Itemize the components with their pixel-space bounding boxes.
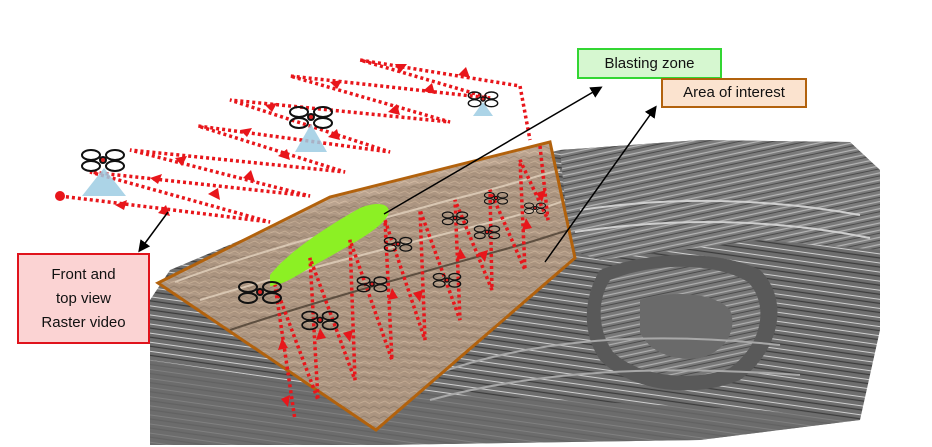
front-view-line-3: Raster video xyxy=(41,313,126,331)
camera-cone-icon xyxy=(82,168,126,196)
arrow-icon xyxy=(138,211,169,253)
drone-icon xyxy=(441,211,469,226)
camera-cones xyxy=(82,102,493,196)
drone-icon xyxy=(383,236,413,252)
flight-paths xyxy=(59,58,550,421)
blasting-zone-label: Blasting zone xyxy=(577,48,722,79)
drone-icon xyxy=(473,225,501,240)
area-of-interest-text: Area of interest xyxy=(683,84,785,101)
blasting-zone-region xyxy=(270,204,389,286)
arrow-icon xyxy=(544,105,657,263)
drone-icon xyxy=(467,91,499,108)
drones xyxy=(81,91,546,331)
camera-cone-icon xyxy=(295,124,327,152)
drone-icon xyxy=(301,310,339,331)
front-view-line-2: top view xyxy=(55,289,112,307)
flight-start-point xyxy=(55,191,65,201)
drone-icon xyxy=(81,149,125,172)
callout-arrows xyxy=(138,86,657,263)
blasting-zone-text: Blasting zone xyxy=(604,54,695,72)
camera-cone-icon xyxy=(473,102,493,116)
drone-icon xyxy=(238,281,282,304)
drone-icon xyxy=(432,272,462,288)
drone-icon xyxy=(524,202,546,214)
drone-icon xyxy=(356,276,388,293)
front-view-line-1: Front and xyxy=(51,265,116,283)
drone-icon xyxy=(289,106,333,129)
area-of-interest-label: Area of interest xyxy=(661,78,807,108)
arrow-icon xyxy=(383,86,603,215)
front-view-label: Front and top view Raster video xyxy=(17,253,150,344)
drone-icon xyxy=(483,191,509,205)
